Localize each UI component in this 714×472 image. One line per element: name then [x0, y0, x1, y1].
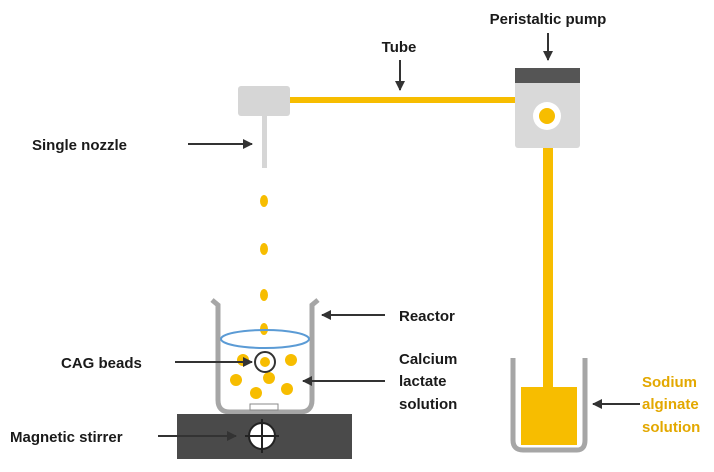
bead [285, 354, 297, 366]
pump-top [515, 68, 580, 83]
peristaltic-pump-label: Peristaltic pump [490, 11, 607, 28]
bead [230, 374, 242, 386]
bead [281, 383, 293, 395]
sodium-alginate-label-line2: alginate [642, 396, 699, 413]
liquid-surface [220, 329, 310, 349]
bead [250, 387, 262, 399]
single-nozzle-label: Single nozzle [32, 137, 127, 154]
reactor-wall [210, 298, 320, 415]
droplet [260, 323, 268, 335]
pointer-arrows [158, 33, 640, 441]
pump-rotor-core [539, 108, 555, 124]
cag-beads-label: CAG beads [61, 355, 142, 372]
reactor [210, 298, 320, 415]
bead [263, 372, 275, 384]
reactor-label: Reactor [399, 308, 455, 325]
tube-label: Tube [382, 39, 417, 56]
alginate-container [510, 358, 588, 453]
calcium-lactate-label-line3: solution [399, 396, 457, 413]
bead [237, 354, 249, 366]
sodium-alginate-label-line3: solution [642, 419, 700, 436]
calcium-lactate-label-line2: lactate [399, 373, 447, 390]
stir-bar [249, 403, 279, 411]
droplet [260, 289, 268, 301]
bead [260, 357, 270, 367]
droplet [260, 243, 268, 255]
peristaltic-pump [515, 68, 580, 148]
droplet [260, 195, 268, 207]
sodium-alginate-label-line1: Sodium [642, 374, 697, 391]
droplets [260, 195, 268, 335]
single-nozzle [262, 116, 267, 168]
nozzle-head [238, 86, 290, 116]
alginate-container-wall [510, 358, 588, 453]
calcium-lactate-label-line1: Calcium [399, 351, 457, 368]
alginate-solution [521, 387, 577, 445]
magnetic-stirrer-label: Magnetic stirrer [10, 429, 123, 446]
